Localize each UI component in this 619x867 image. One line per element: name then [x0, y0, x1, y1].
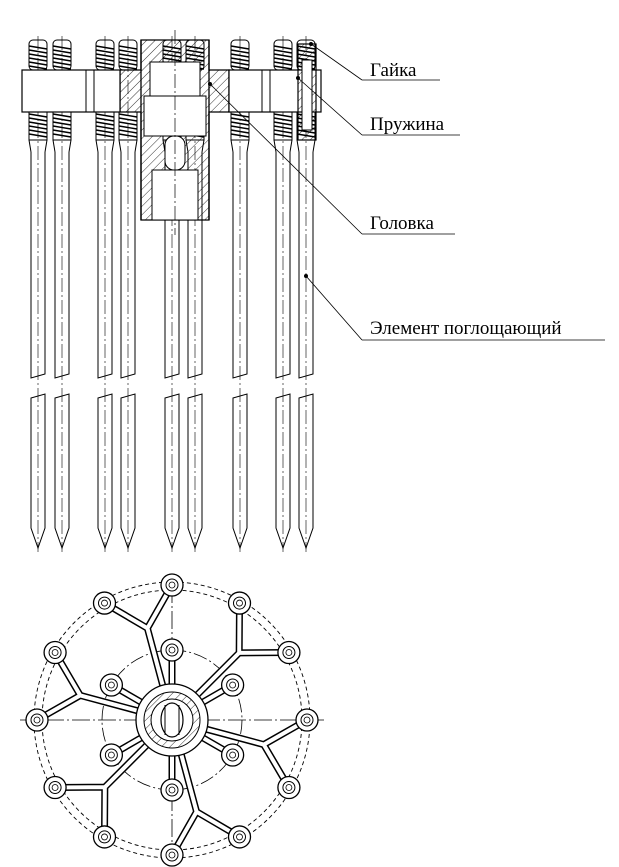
- rod-position: [25, 708, 49, 732]
- absorber-rod: [52, 36, 72, 552]
- plan-view: [20, 573, 324, 867]
- rod-position: [99, 673, 124, 697]
- absorber-rod: [28, 36, 48, 552]
- leader-lines: [207, 42, 605, 341]
- rod-position: [92, 591, 117, 615]
- absorber-rod: [273, 36, 293, 552]
- rod-position: [227, 825, 252, 849]
- rod-position: [227, 591, 252, 615]
- label-spring: Пружина: [370, 114, 445, 135]
- rod-position: [160, 843, 184, 867]
- rod-position: [277, 775, 301, 800]
- rod-position: [220, 743, 245, 767]
- label-nut: Гайка: [370, 60, 417, 81]
- absorber-rod: [118, 36, 138, 552]
- absorber-rod: [95, 36, 115, 552]
- rod-position: [220, 673, 245, 697]
- side-view: [21, 30, 322, 552]
- rod-positions: [25, 573, 319, 867]
- rod-position: [92, 825, 117, 849]
- rod-position: [277, 640, 301, 665]
- label-absorber-element: Элемент поглощающий: [370, 318, 562, 339]
- label-head: Головка: [370, 213, 434, 234]
- rod-position: [160, 638, 184, 662]
- rod-position: [43, 775, 67, 800]
- rod-position: [295, 708, 319, 732]
- head-assembly: [119, 30, 230, 235]
- rod-position: [43, 640, 67, 665]
- rod-position: [99, 743, 124, 767]
- nut-section: [297, 43, 317, 141]
- absorber-rod: [230, 36, 250, 552]
- rod-position: [160, 573, 184, 597]
- central-hub: [135, 683, 209, 757]
- rod-position: [160, 778, 184, 802]
